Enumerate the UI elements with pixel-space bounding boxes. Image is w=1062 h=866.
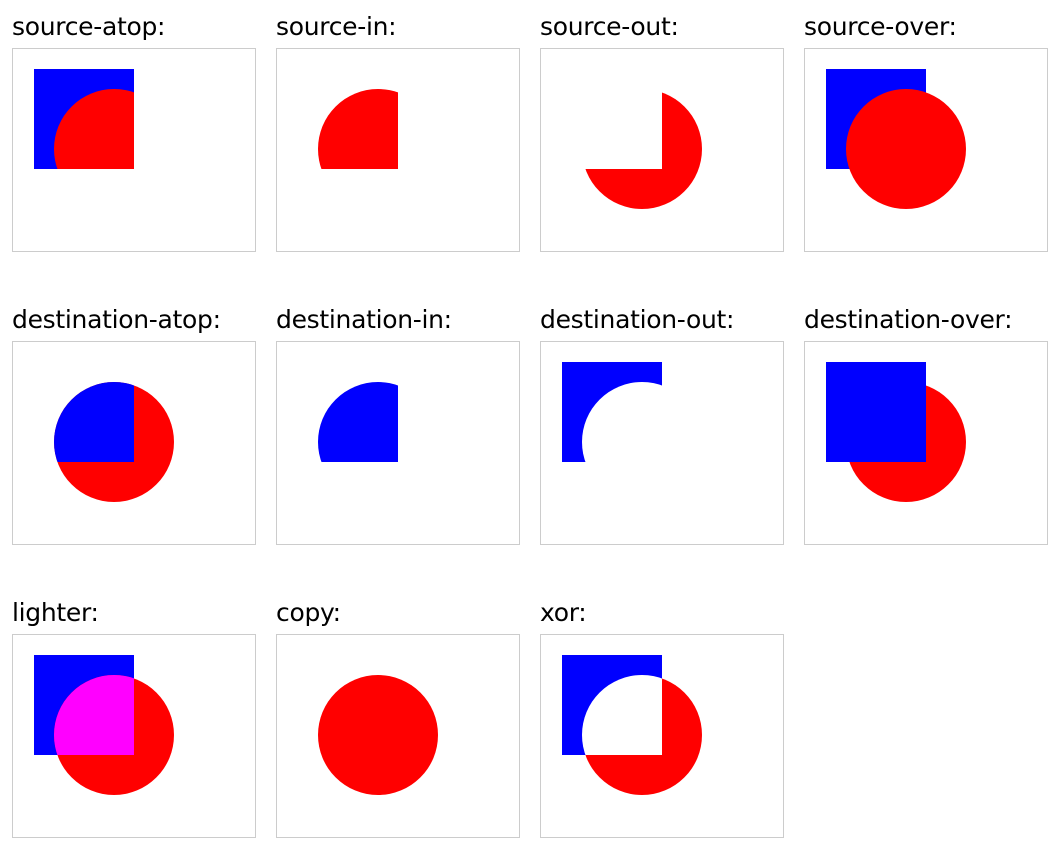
example-canvas: [804, 341, 1048, 545]
xor-canvas-drawing: [562, 655, 702, 795]
example-canvas: [540, 48, 784, 252]
source-circle: [318, 675, 438, 795]
destination-square-outside: [562, 362, 662, 462]
destination-atop-canvas-drawing: [54, 382, 174, 502]
mode-label: xor:: [540, 598, 587, 627]
source-circle-outside: [582, 89, 702, 209]
source-atop-canvas-drawing: [34, 69, 134, 169]
mode-label: source-atop:: [12, 12, 166, 41]
example-canvas: [804, 48, 1048, 252]
mode-label: destination-over:: [804, 305, 1013, 334]
example-canvas: [12, 341, 256, 545]
destination-square-overlap: [54, 382, 134, 462]
destination-out-canvas-drawing: [562, 362, 662, 462]
destination-square-overlap: [318, 382, 398, 462]
example-canvas: [540, 634, 784, 838]
example-canvas: [276, 48, 520, 252]
destination-square: [826, 362, 926, 462]
example-canvas: [276, 341, 520, 545]
source-circle-overlap: [54, 89, 134, 169]
destination-over-canvas-drawing: [826, 362, 966, 502]
mode-label: source-over:: [804, 12, 957, 41]
example-canvas: [12, 634, 256, 838]
lighter-canvas-drawing: [34, 655, 174, 795]
copy-canvas-drawing: [318, 675, 438, 795]
example-canvas: [540, 341, 784, 545]
source-over-canvas-drawing: [826, 69, 966, 209]
mode-label: destination-atop:: [12, 305, 221, 334]
source-circle: [846, 89, 966, 209]
destination-in-canvas-drawing: [318, 382, 398, 462]
mode-label: destination-out:: [540, 305, 735, 334]
mode-label: destination-in:: [276, 305, 452, 334]
lighter-overlap-region: [54, 675, 134, 755]
mode-label: source-out:: [540, 12, 679, 41]
mode-label: source-in:: [276, 12, 397, 41]
example-canvas: [12, 48, 256, 252]
example-canvas: [276, 634, 520, 838]
source-circle-overlap: [318, 89, 398, 169]
source-out-canvas-drawing: [582, 89, 702, 209]
source-circle-outside: [582, 675, 702, 795]
mode-label: copy:: [276, 598, 341, 627]
source-in-canvas-drawing: [318, 89, 398, 169]
mode-label: lighter:: [12, 598, 99, 627]
